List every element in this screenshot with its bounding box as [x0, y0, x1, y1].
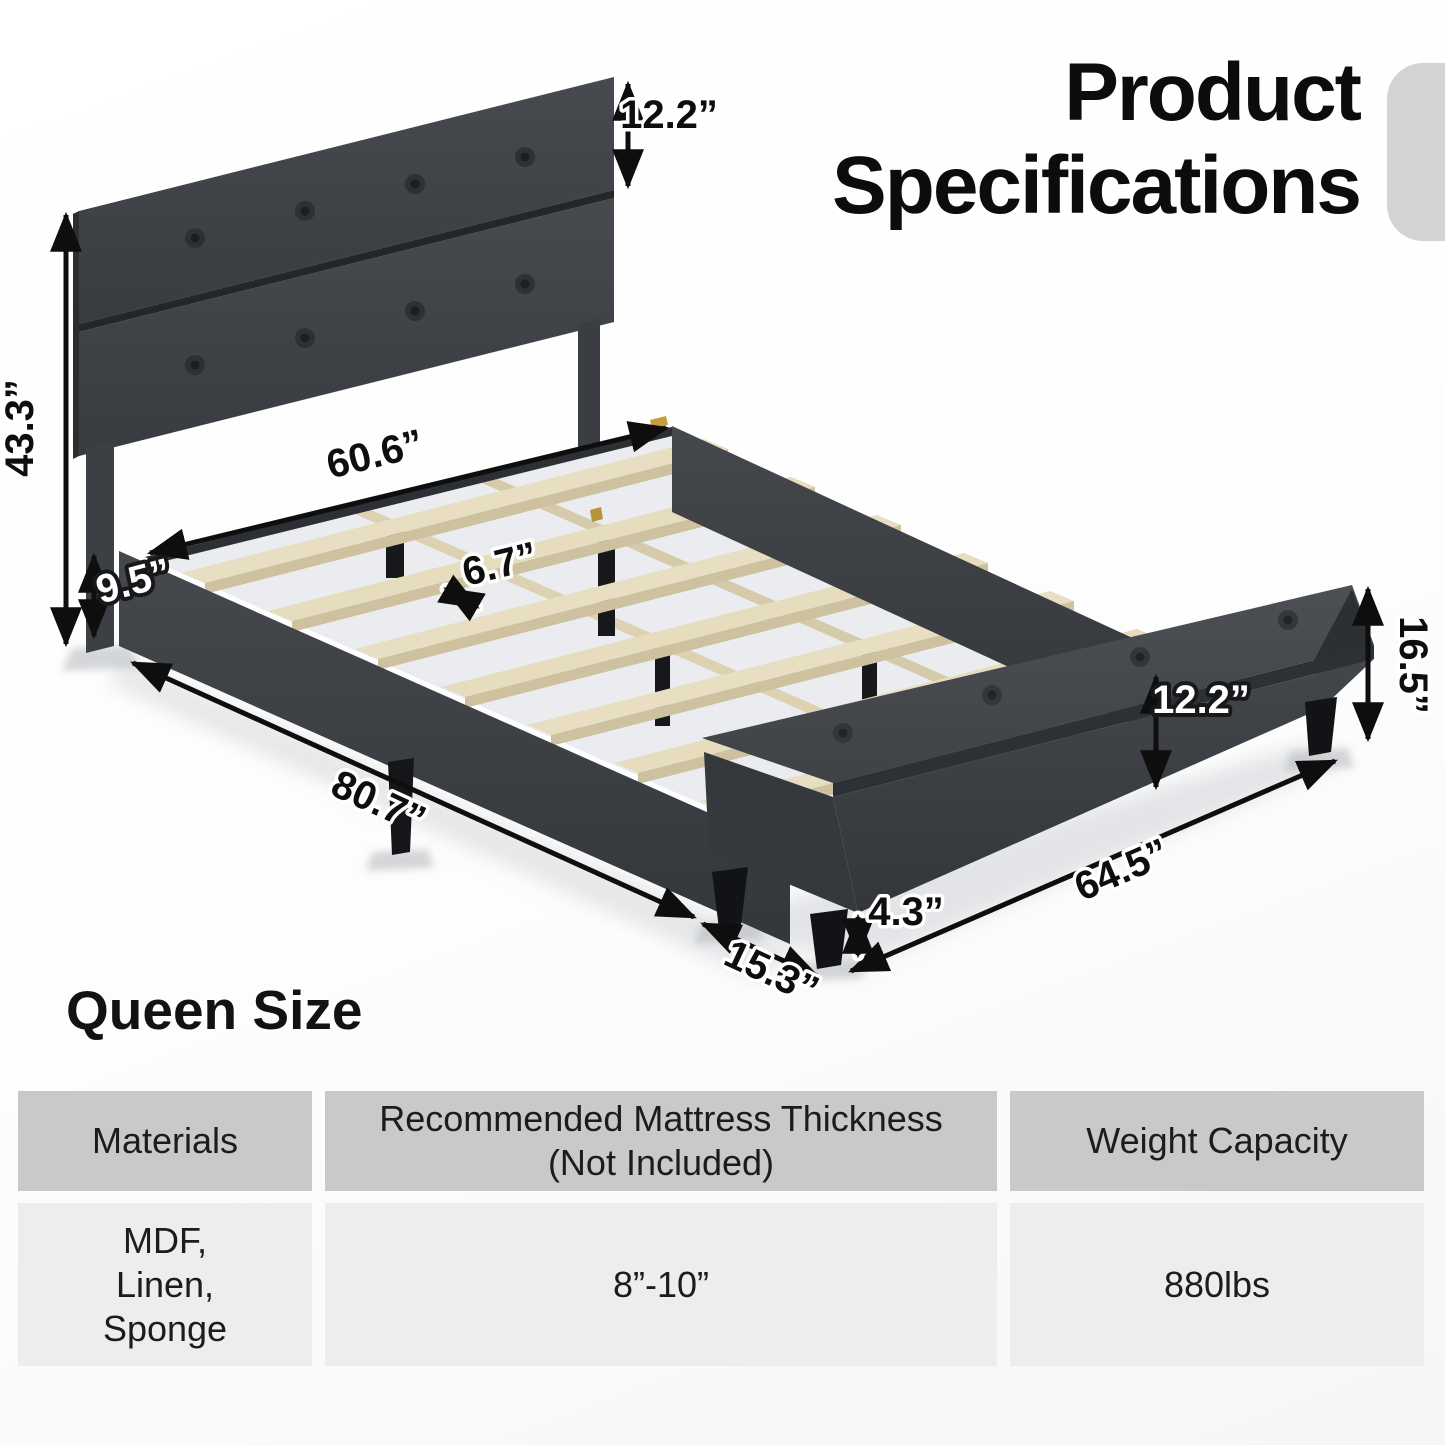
spec-value-weight-capacity: 880lbs: [1010, 1203, 1424, 1366]
dim-label: 60.6”: [322, 421, 427, 487]
dim-label: 12.2”: [1152, 678, 1250, 722]
dim-headboard-total-height: 43.3”: [0, 211, 82, 648]
bench-tuft-buttons: [833, 610, 1298, 743]
carousel-next-tab[interactable]: [1387, 63, 1445, 241]
spec-header-materials: Materials: [18, 1091, 312, 1191]
dim-label: 12.2”: [620, 93, 718, 137]
headboard-tuft-buttons: [185, 147, 535, 375]
dim-bench-body-height: 12.2”: [1140, 673, 1254, 791]
spec-value-materials: MDF, Linen, Sponge: [18, 1203, 312, 1366]
right-side-rail: [672, 426, 1150, 732]
dim-bench-total-height: 16.5”: [1352, 585, 1439, 743]
headboard: [73, 77, 614, 653]
page-title: Product Specifications: [832, 46, 1362, 232]
dim-bench-leg-height: 4.3”: [842, 887, 947, 962]
page-title-line2: Specifications: [832, 140, 1362, 231]
spec-header-weight-capacity: Weight Capacity: [1010, 1091, 1424, 1191]
spec-header-mattress-thickness: Recommended Mattress Thickness (Not Incl…: [325, 1091, 997, 1191]
page-title-line1: Product: [1064, 47, 1362, 138]
dim-label: 16.5”: [1391, 616, 1435, 714]
dim-headboard-panel-height: 12.2”: [612, 80, 721, 190]
spec-value-mattress-thickness: 8”-10”: [325, 1203, 997, 1366]
dim-label: 43.3”: [0, 379, 42, 477]
size-label: Queen Size: [66, 979, 363, 1041]
dim-label: 4.3”: [868, 890, 944, 934]
spec-table: Materials Recommended Mattress Thickness…: [18, 1091, 1424, 1366]
